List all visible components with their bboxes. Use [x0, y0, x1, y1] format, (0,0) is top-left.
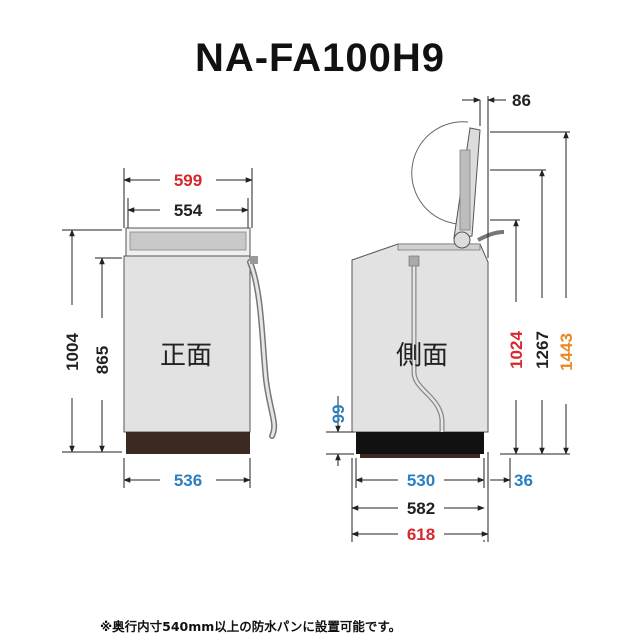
side-view-label: 側面 — [396, 341, 448, 371]
side-depth-618-label: 618 — [407, 525, 435, 544]
front-body-height-label: 865 — [93, 346, 112, 374]
side-base-height-label: 99 — [329, 405, 348, 424]
side-view: 側面 — [326, 91, 576, 544]
side-depth-582-label: 582 — [407, 499, 435, 518]
side-machine — [351, 121, 505, 458]
installation-footnote: ※奥行内寸540mm以上の防水パンに設置可能です。 — [100, 619, 402, 634]
front-base-width-label: 536 — [174, 471, 202, 490]
front-view: 599 554 536 1004 865 正面 — [62, 168, 278, 490]
side-height-1443-label: 1443 — [557, 333, 576, 371]
side-base-width-label: 530 — [407, 471, 435, 490]
front-machine — [123, 227, 278, 454]
side-height-1024-label: 1024 — [507, 331, 526, 369]
side-height-1267-label: 1267 — [533, 331, 552, 369]
front-view-label: 正面 — [160, 341, 212, 371]
side-hose-offset-label: 36 — [514, 471, 533, 490]
front-top-width-label: 554 — [174, 201, 203, 220]
front-outer-width-label: 599 — [174, 171, 202, 190]
front-total-height-label: 1004 — [63, 333, 82, 371]
side-lid-offset-label: 86 — [512, 91, 531, 110]
model-title: NA-FA100H9 — [194, 36, 446, 80]
